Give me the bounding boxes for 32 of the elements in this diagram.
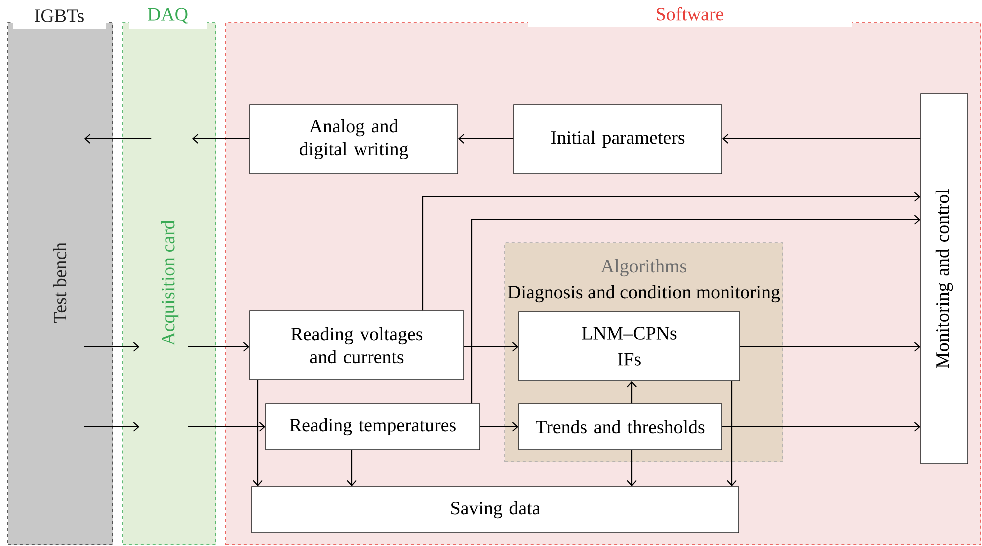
process-box: LNM–CPNs IFs bbox=[518, 312, 740, 382]
process-box: Analog and digital writing bbox=[250, 104, 458, 174]
dashed-panel: IGBTs Test bench bbox=[8, 3, 114, 546]
arrow bbox=[188, 422, 266, 432]
dashed-panel: DAQ Acquisition card bbox=[122, 3, 216, 546]
arrow bbox=[627, 450, 637, 487]
arrow bbox=[458, 134, 514, 144]
process-box: Saving data bbox=[252, 486, 740, 534]
arrow bbox=[471, 215, 921, 404]
arrow bbox=[84, 422, 140, 432]
node-label: DAQ bbox=[148, 8, 188, 24]
arrow bbox=[422, 192, 921, 311]
process-box: Monitoring and control bbox=[920, 94, 968, 464]
node-label: IGBTs bbox=[35, 10, 84, 22]
arrow bbox=[464, 342, 519, 352]
process-box: Reading voltages and currents bbox=[250, 310, 464, 380]
arrow bbox=[740, 342, 921, 352]
arrow bbox=[722, 422, 921, 432]
node-label: Software bbox=[657, 7, 724, 21]
arrow bbox=[627, 381, 637, 404]
arrow bbox=[84, 342, 140, 352]
arrow bbox=[188, 342, 250, 352]
arrow bbox=[722, 134, 921, 144]
arrow bbox=[84, 134, 152, 144]
arrow bbox=[480, 422, 519, 432]
process-box: Initial parameters bbox=[514, 104, 722, 174]
arrow bbox=[727, 381, 737, 487]
arrow bbox=[253, 380, 263, 487]
arrow bbox=[192, 134, 250, 144]
arrow bbox=[347, 450, 357, 487]
process-box: Reading temperatures bbox=[266, 404, 480, 450]
process-box: Trends and thresholds bbox=[518, 404, 722, 450]
